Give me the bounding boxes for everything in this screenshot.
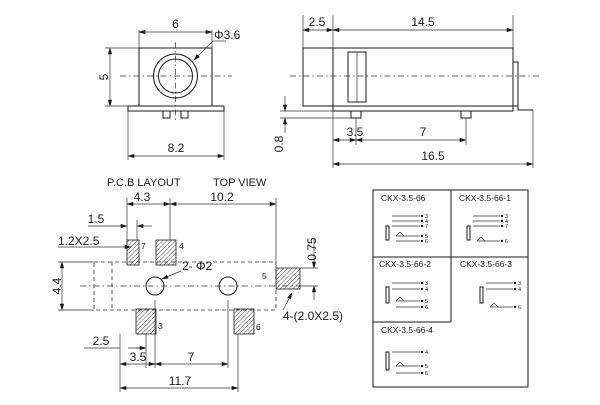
pin-3: 3 [505,214,508,220]
pin-5: 5 [425,299,428,305]
pad-6 [233,308,255,335]
dim-10-2: 10.2 [210,190,234,204]
dim-offset: 2.5 [309,15,326,29]
pin-3: 3 [518,281,521,287]
schematic-table: CKX-3.5-66 3 4 7 5 6 CKX-3.5-66-1 3 4 7 … [372,189,529,388]
dim-width-bottom: 8.2 [168,141,185,155]
front-pin-2 [180,110,189,119]
pin-label-3: 3 [158,321,163,331]
dim-4-4: 4.4 [50,277,64,294]
front-pin-1 [162,110,171,119]
pcb-layout: P.C.B LAYOUT TOP VIEW 4.3 10.2 1.5 1.2X2… [50,177,343,392]
mounting-hole-2 [218,276,238,296]
rear-tab [512,61,519,107]
schematic-ckx-3-5-66-3: CKX-3.5-66-3 3 4 6 [460,259,521,311]
pin-6: 6 [425,305,428,311]
side-pin-1 [350,110,362,119]
schematic-title: CKX-3.5-66-3 [460,259,512,269]
pin-4: 4 [518,287,521,293]
pin-6: 6 [518,305,521,311]
pin-4: 4 [425,350,428,356]
pin-3: 3 [425,281,428,287]
pad-small-label: 1.2X2.5 [58,234,100,248]
dim-7: 7 [188,350,195,364]
pad-large-label: 4-(2.0X2.5) [283,309,343,323]
pad-3 [135,308,157,335]
dim-11-7: 11.7 [169,374,192,388]
side-pin-2 [460,110,472,119]
front-view: 6 Φ3.6 5 8.2 [97,17,241,160]
pin-4: 4 [505,219,508,225]
schematic-ckx-3-5-66-4: CKX-3.5-66-4 4 5 6 [381,325,433,377]
pin-label-7: 7 [141,241,146,251]
pin-4: 4 [425,219,428,225]
pin-6: 6 [505,239,508,245]
holes-label: 2- Φ2 [182,259,213,273]
pin-label-5: 5 [262,271,267,281]
top-view-title: TOP VIEW [213,177,267,189]
pad-7 [126,239,140,266]
dim-2-5: 2.5 [93,334,110,348]
pin-7: 7 [425,224,428,230]
dim-width-top: 6 [172,17,179,31]
schematic-title: CKX-3.5-66 [381,193,426,203]
dim-pin-spacing: 7 [420,125,427,139]
dim-0-75: 0.75 [305,237,319,261]
schematic-title: CKX-3.5-66-4 [381,325,433,335]
dim-pin-offset: 3.5 [347,125,364,139]
pin-label-6: 6 [256,322,261,332]
pin-6: 6 [425,239,428,245]
pcb-layout-title: P.C.B LAYOUT [107,177,181,189]
dim-height: 5 [97,73,111,80]
schematic-ckx-3-5-66: CKX-3.5-66 3 4 7 5 6 [381,193,428,245]
pad-5 [275,267,301,290]
jack-nose-side [302,47,334,107]
schematic-ckx-3-5-66-2: CKX-3.5-66-2 3 4 5 6 [379,259,431,311]
pin-6: 6 [425,371,428,377]
pin-label-4: 4 [179,241,184,251]
side-base [332,105,514,112]
rear-terminal [517,102,533,111]
dim-3-5: 3.5 [130,350,147,364]
pin-3: 3 [425,214,428,220]
schematic-title: CKX-3.5-66-2 [379,259,431,269]
mounting-hole-1 [145,276,165,296]
jack-body-side [332,47,514,107]
schematic-title: CKX-3.5-66-1 [459,193,511,203]
pin-4: 4 [425,287,428,293]
pin-7: 7 [505,224,508,230]
jack-flange-front [127,105,225,112]
pin-5: 5 [425,364,428,370]
dim-1-5: 1.5 [88,212,105,226]
pin-5: 5 [425,234,428,240]
dim-length: 14.5 [411,15,435,29]
dim-pin-height: 0.8 [272,135,286,152]
pad-4 [155,239,177,266]
dim-bore-diameter: Φ3.6 [214,28,241,42]
dim-4-3: 4.3 [134,190,151,204]
side-view: 2.5 14.5 0.8 3.5 7 16.5 [272,15,540,168]
schematic-ckx-3-5-66-1: CKX-3.5-66-1 3 4 7 6 [459,193,511,245]
dim-overall-length: 16.5 [421,149,445,163]
